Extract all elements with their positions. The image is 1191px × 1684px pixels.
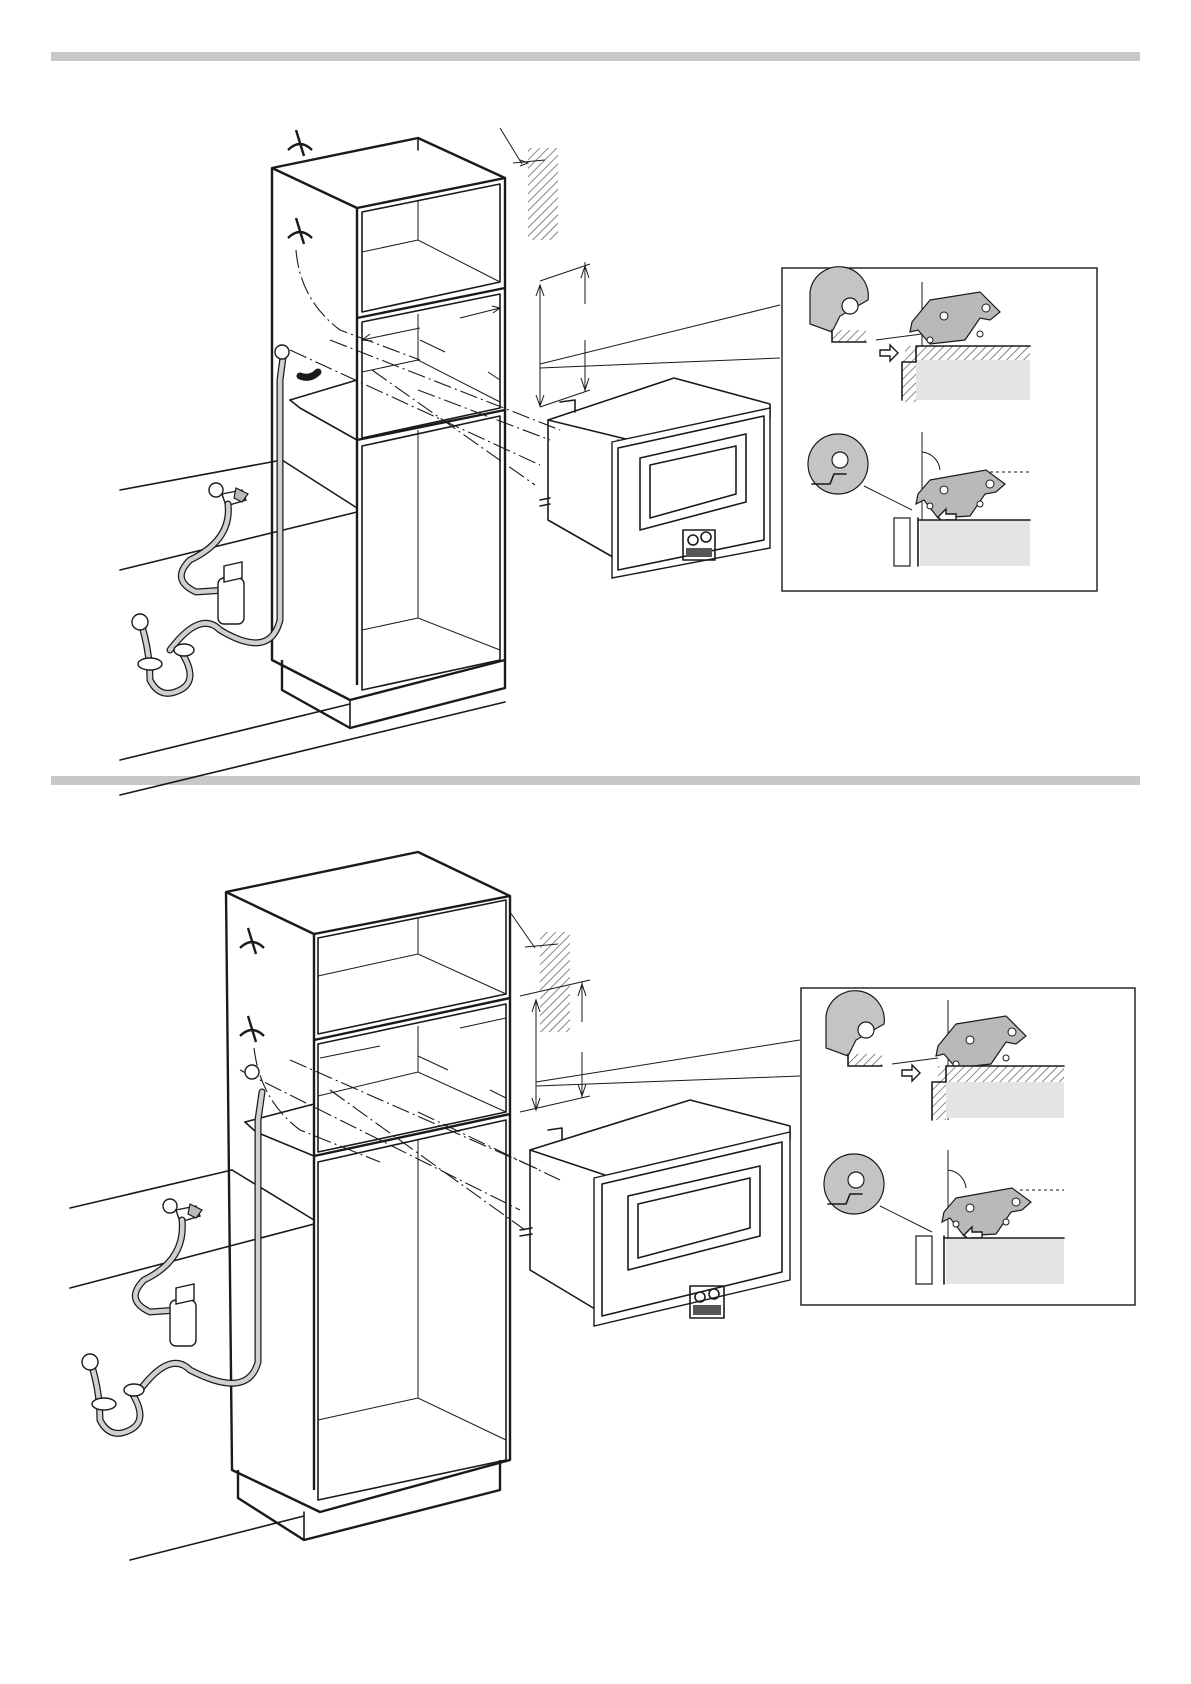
built-in-oven — [520, 1100, 790, 1326]
installation-diagram-2 — [0, 800, 1191, 1642]
wall-hatch — [540, 932, 570, 1032]
drain-siphon-icon — [132, 614, 194, 693]
spirit-level-icon — [240, 928, 264, 954]
spirit-level-icon — [240, 1016, 264, 1042]
drain-siphon-icon — [82, 1354, 144, 1433]
spirit-level-icon — [288, 218, 312, 244]
bracket-detail-panel — [782, 267, 1097, 591]
tall-cabinet — [226, 852, 510, 1540]
filter-cartridge-icon — [170, 1284, 196, 1346]
built-in-oven — [540, 378, 770, 578]
niche-dimension-arrows — [362, 262, 590, 407]
bracket-detail-panel — [801, 988, 1135, 1305]
wall-hatch — [528, 148, 558, 240]
filter-cartridge-icon — [218, 562, 244, 624]
installation-diagram-1 — [0, 0, 1191, 842]
spirit-level-icon — [288, 130, 312, 156]
